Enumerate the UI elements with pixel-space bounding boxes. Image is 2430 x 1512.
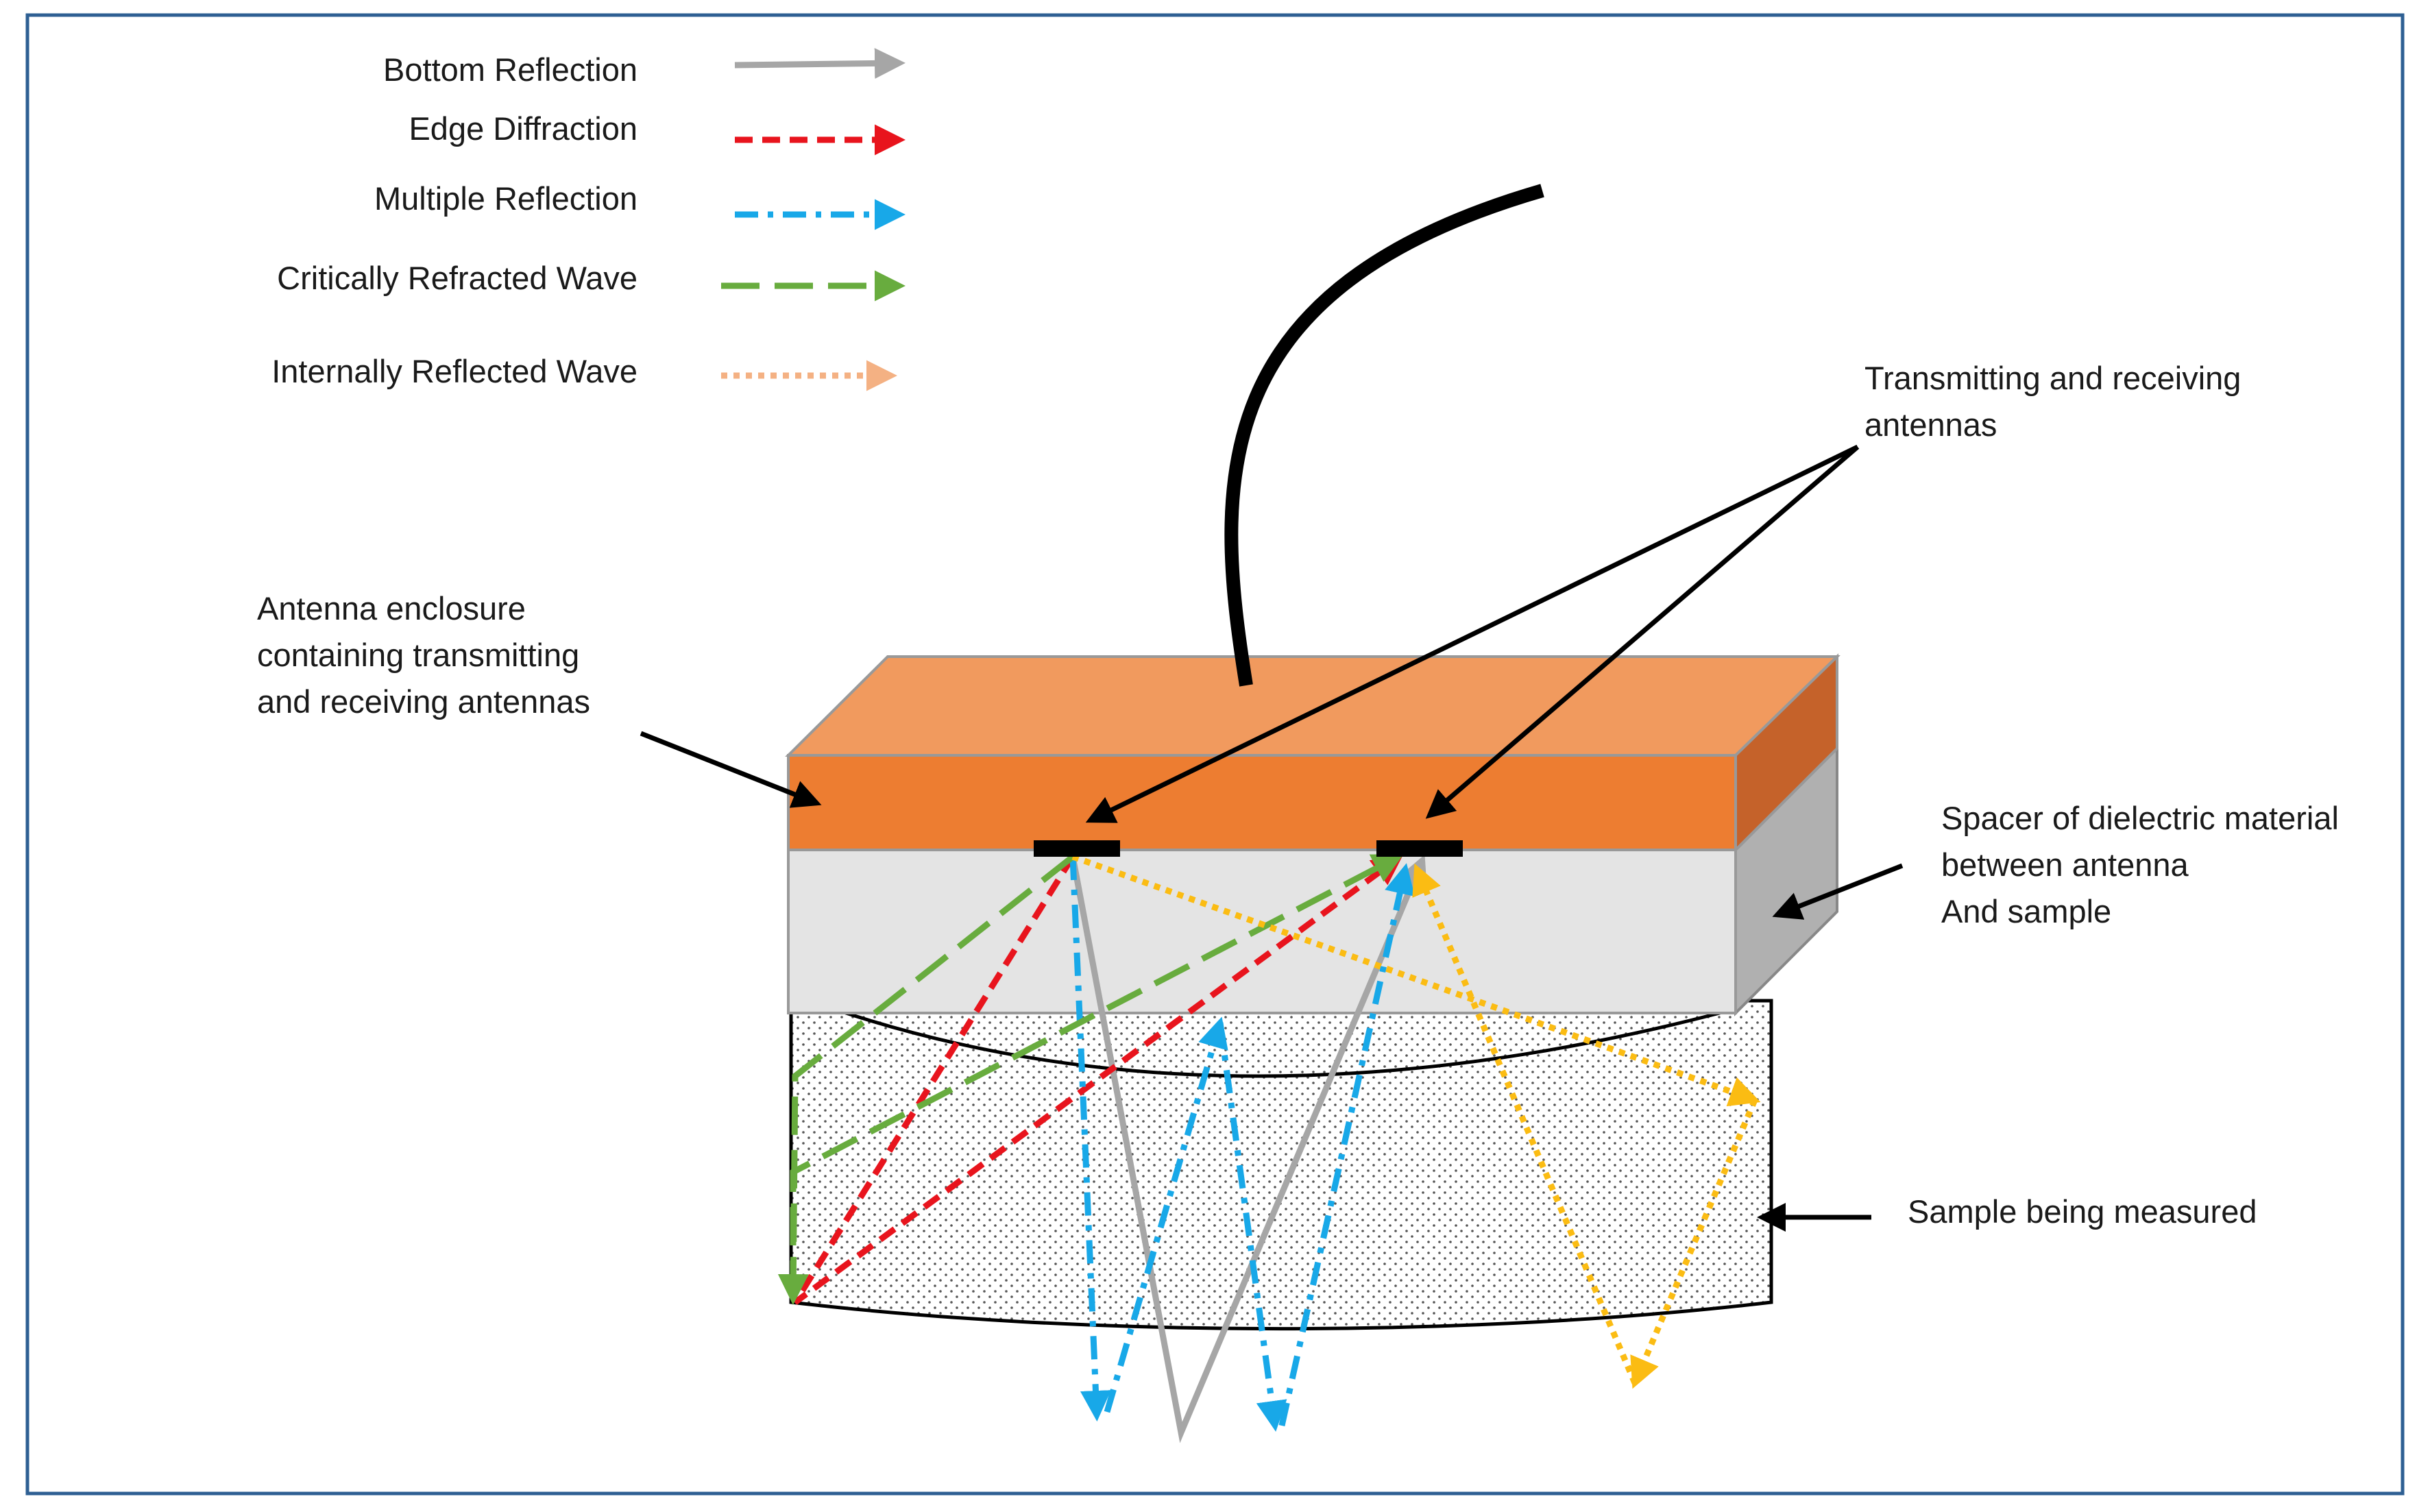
antennas-label-line-1: Transmitting and receiving bbox=[1864, 360, 2241, 396]
legend-item-critically-refracted-wave: Critically Refracted Wave bbox=[277, 260, 906, 302]
spacer-callout: Spacer of dielectric material between an… bbox=[1941, 800, 2339, 929]
receiving-antenna bbox=[1376, 840, 1463, 857]
legend: Bottom Reflection Edge Diffraction Multi… bbox=[271, 47, 906, 391]
outer-frame bbox=[25, 13, 2405, 1496]
legend-label: Multiple Reflection bbox=[374, 180, 637, 217]
enclosure-label-line-2: containing transmitting bbox=[257, 637, 579, 673]
wave-paths bbox=[777, 853, 1761, 1443]
sample-top-edge bbox=[839, 1009, 1728, 1078]
spacer-front-face bbox=[787, 849, 1737, 1014]
transmitting-antenna bbox=[1034, 840, 1120, 857]
internally-reflected-path-1 bbox=[1071, 853, 1761, 1107]
multiple-reflection-path-1 bbox=[1069, 856, 1111, 1422]
multiple-reflection-path-3 bbox=[1217, 1022, 1287, 1432]
legend-label: Internally Reflected Wave bbox=[271, 353, 637, 389]
antenna-cable bbox=[1224, 184, 1544, 687]
spacer-label-line-2: between antenna bbox=[1941, 846, 2189, 883]
antennas-label-line-2: antennas bbox=[1864, 406, 1997, 443]
legend-label: Bottom Reflection bbox=[383, 51, 637, 88]
sample-label: Sample being measured bbox=[1908, 1193, 2257, 1230]
spacer-pointer bbox=[1772, 863, 1904, 920]
enclosure-top-face bbox=[785, 655, 1840, 757]
critically-refracted-path-2 bbox=[790, 853, 1404, 1299]
antennas-pointer-right bbox=[1425, 445, 1860, 819]
sample-cylinder bbox=[789, 999, 1773, 1331]
legend-item-bottom-reflection: Bottom Reflection bbox=[383, 47, 906, 88]
legend-swatch-solid-line bbox=[734, 47, 906, 79]
enclosure-label-line-3: and receiving antennas bbox=[257, 683, 590, 720]
antennas-pointer-left bbox=[1085, 444, 1859, 823]
spacer-label-line-3: And sample bbox=[1941, 893, 2111, 929]
bottom-reflection-path bbox=[1069, 854, 1427, 1443]
antennas-callout: Transmitting and receiving antennas bbox=[1864, 360, 2241, 443]
enclosure-pointer bbox=[640, 731, 822, 808]
antenna-enclosure bbox=[785, 653, 1840, 853]
internally-reflected-path-2 bbox=[1630, 1099, 1758, 1389]
legend-item-multiple-reflection: Multiple Reflection bbox=[374, 180, 906, 230]
multiple-reflection-path-2 bbox=[1104, 1016, 1228, 1413]
dielectric-spacer bbox=[787, 745, 1838, 1016]
enclosure-callout: Antenna enclosure containing transmittin… bbox=[257, 590, 590, 720]
enclosure-front-face bbox=[787, 754, 1737, 851]
legend-item-internally-reflected-wave: Internally Reflected Wave bbox=[271, 353, 897, 391]
sample-callout: Sample being measured bbox=[1908, 1193, 2257, 1230]
spacer-label-line-1: Spacer of dielectric material bbox=[1941, 800, 2339, 836]
sample-body bbox=[789, 999, 1773, 1331]
legend-label: Edge Diffraction bbox=[409, 110, 637, 147]
legend-label: Critically Refracted Wave bbox=[277, 260, 637, 296]
enclosure-label-line-1: Antenna enclosure bbox=[257, 590, 526, 626]
legend-item-edge-diffraction: Edge Diffraction bbox=[409, 110, 906, 156]
annotation-pointers bbox=[640, 444, 1904, 1232]
